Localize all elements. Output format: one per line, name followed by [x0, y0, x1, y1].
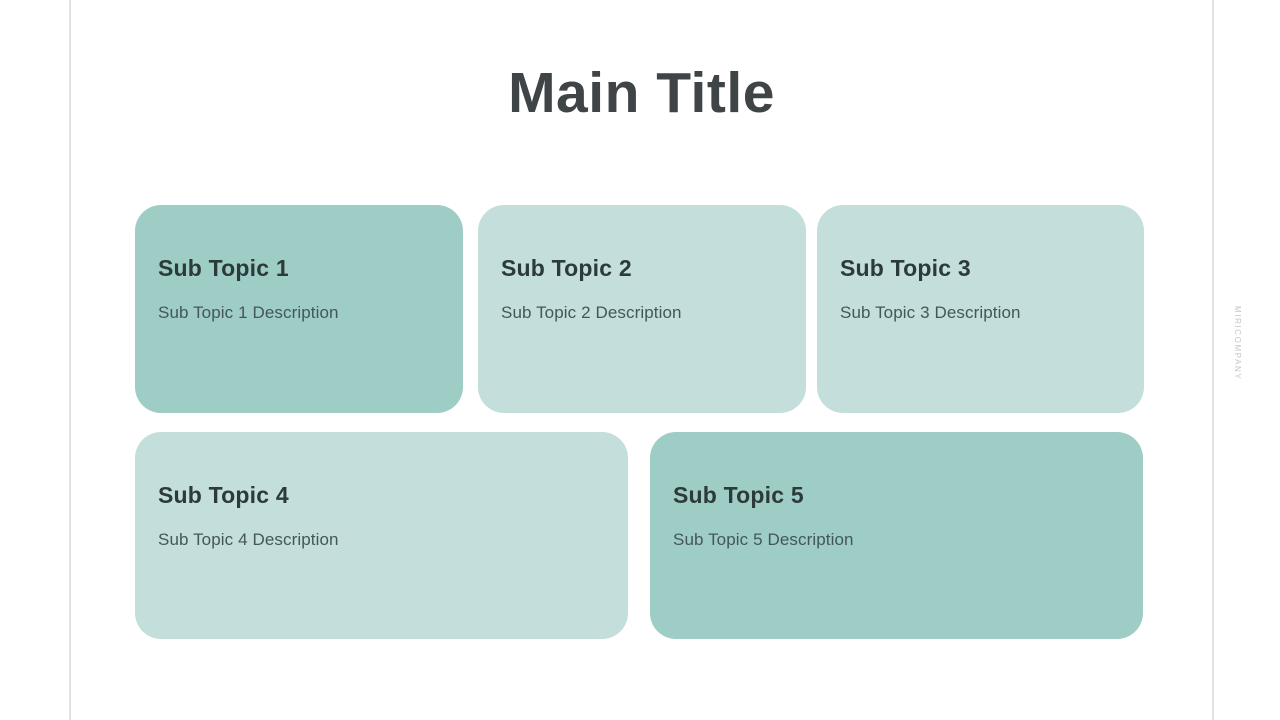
subtopic-2-description: Sub Topic 2 Description	[501, 302, 682, 322]
subtopic-card-1: Sub Topic 1 Sub Topic 1 Description	[135, 205, 463, 413]
subtopic-1-description: Sub Topic 1 Description	[158, 302, 339, 322]
slide-right-border-line	[1212, 0, 1214, 720]
subtopic-2-title: Sub Topic 2	[501, 255, 632, 281]
main-title: Main Title	[508, 61, 775, 125]
subtopic-3-description: Sub Topic 3 Description	[840, 302, 1021, 322]
subtopic-3-title: Sub Topic 3	[840, 255, 971, 281]
subtopic-card-2: Sub Topic 2 Sub Topic 2 Description	[478, 205, 806, 413]
company-watermark-vertical-text: MIRICOMPANY	[1233, 306, 1242, 381]
subtopic-card-4: Sub Topic 4 Sub Topic 4 Description	[135, 432, 628, 639]
subtopic-card-3: Sub Topic 3 Sub Topic 3 Description	[817, 205, 1144, 413]
subtopic-5-description: Sub Topic 5 Description	[673, 529, 854, 549]
subtopic-4-title: Sub Topic 4	[158, 482, 289, 508]
subtopic-1-title: Sub Topic 1	[158, 255, 289, 281]
subtopic-4-description: Sub Topic 4 Description	[158, 529, 339, 549]
slide-left-border-line	[69, 0, 71, 720]
subtopic-5-title: Sub Topic 5	[673, 482, 804, 508]
subtopic-card-5: Sub Topic 5 Sub Topic 5 Description	[650, 432, 1143, 639]
